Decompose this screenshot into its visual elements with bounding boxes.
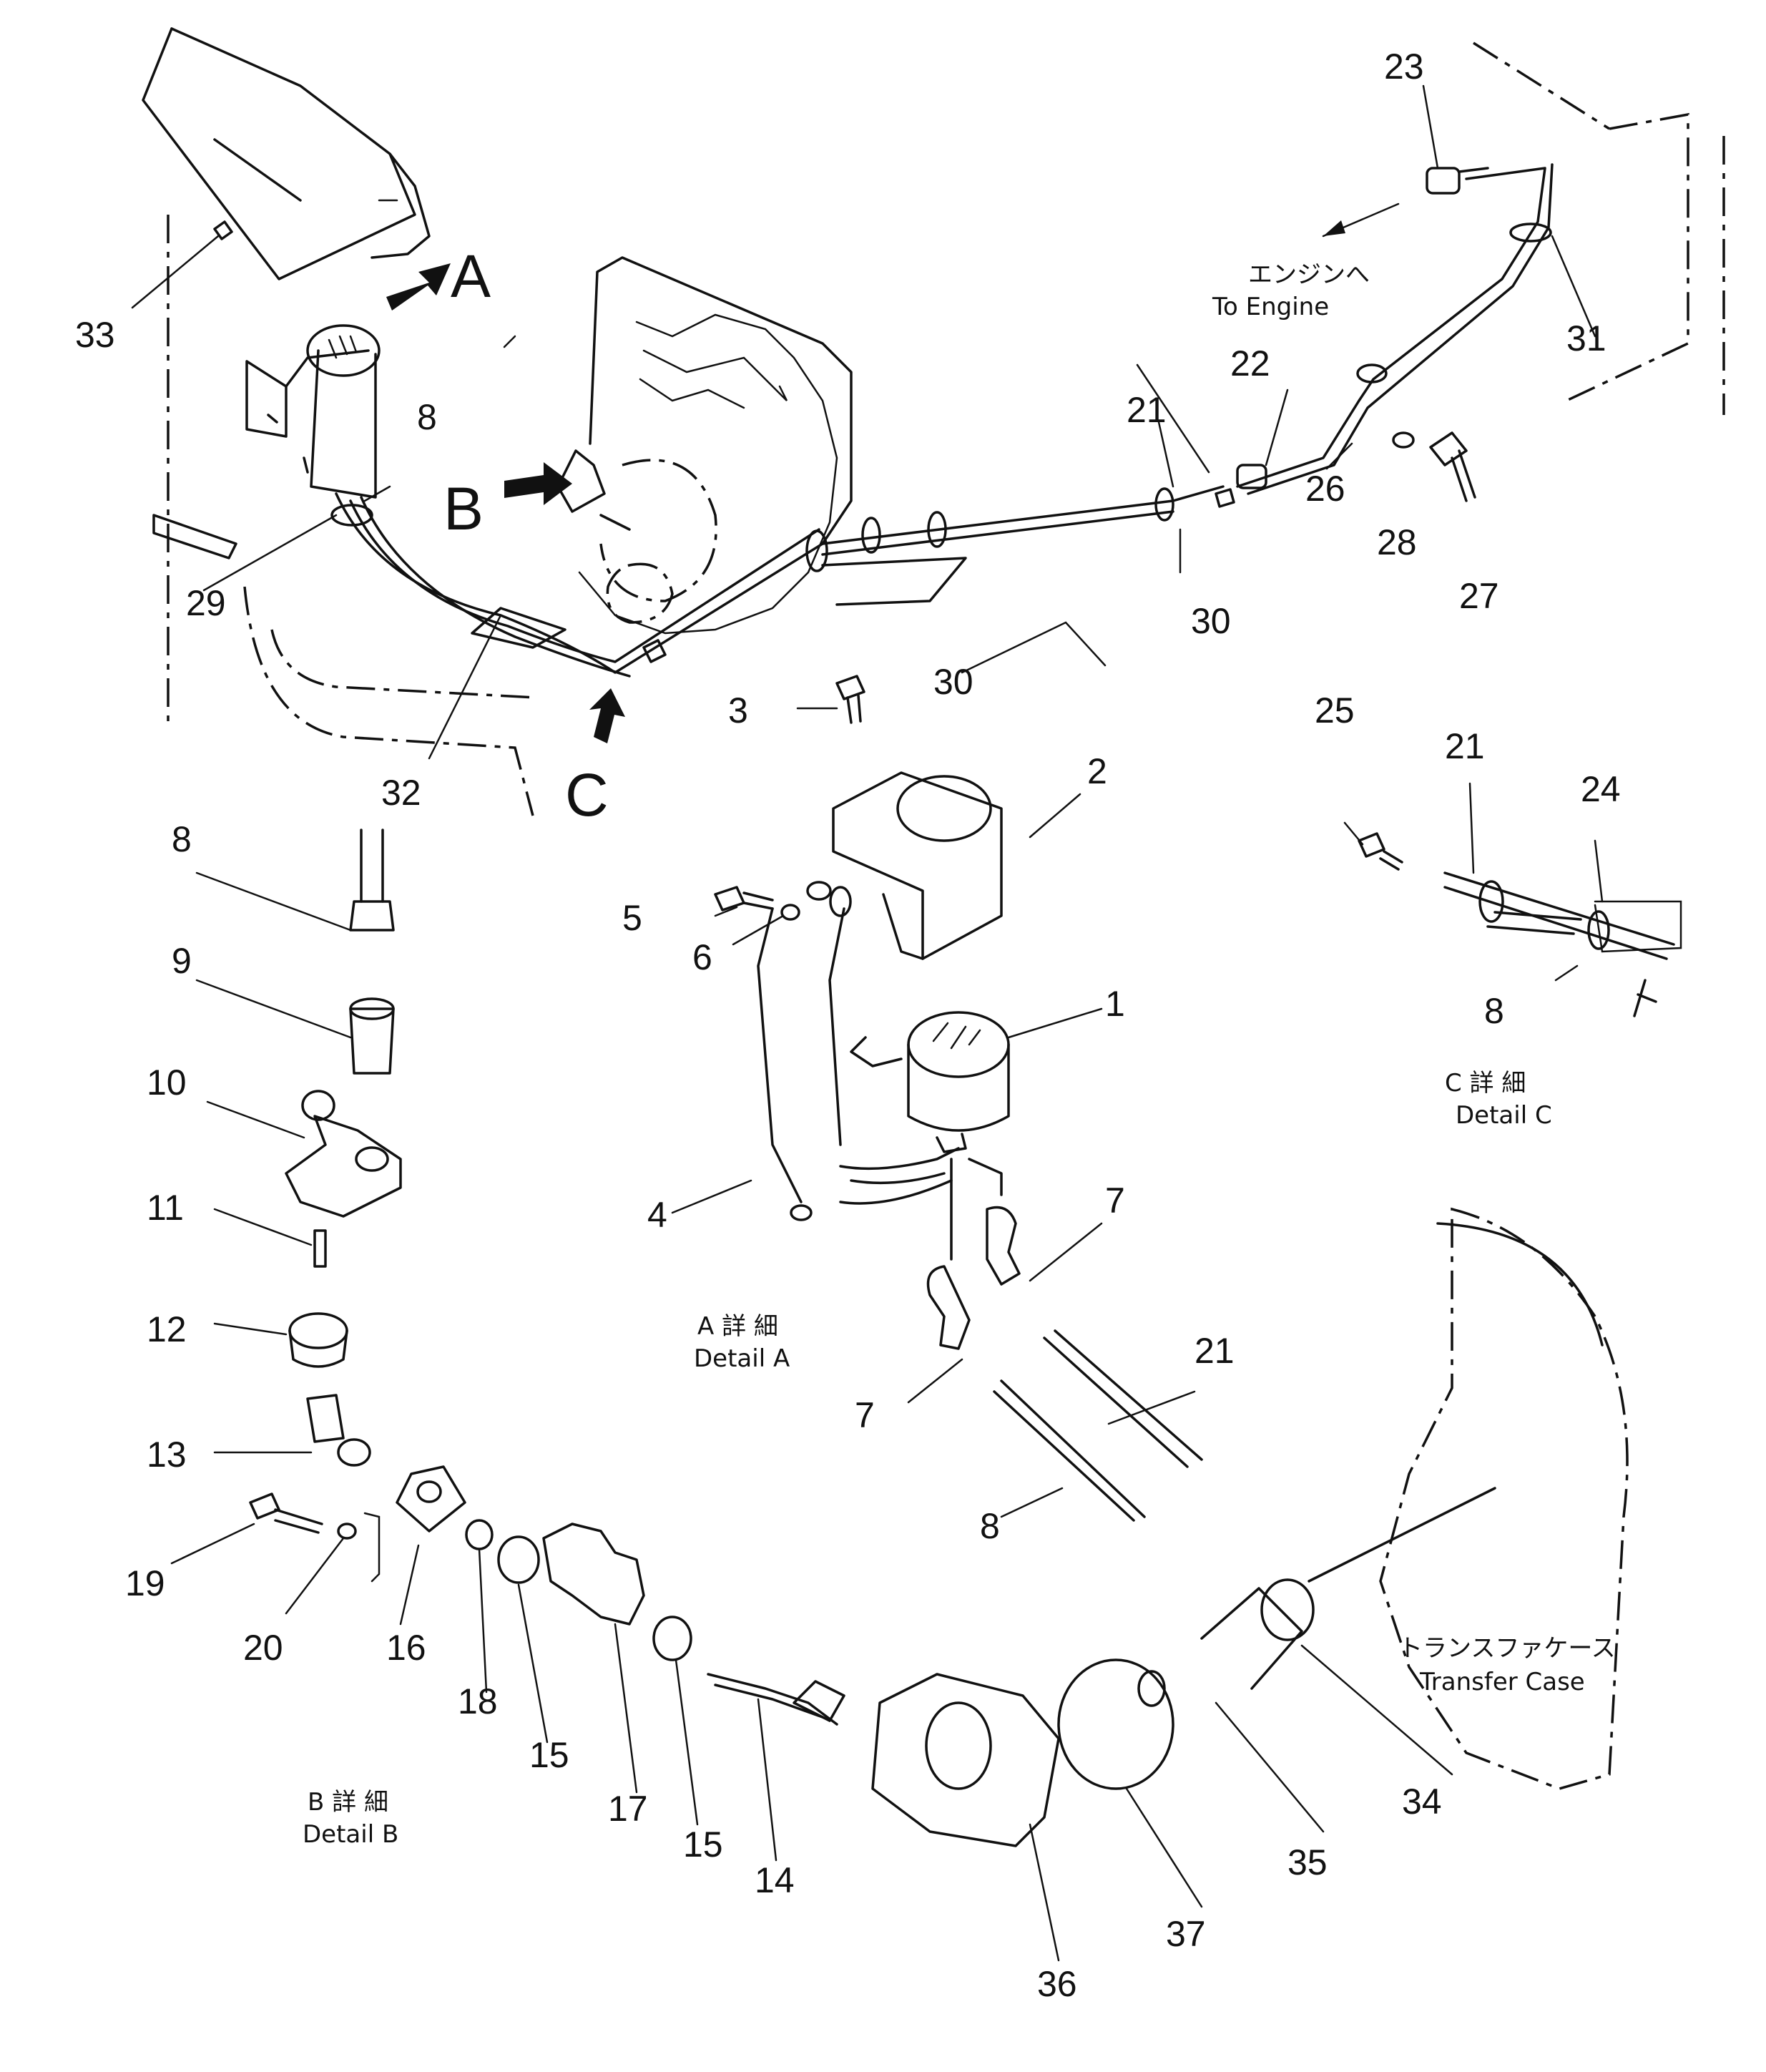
- transfer-case-drawing: [871, 1207, 1629, 1847]
- callout-16: 16: [386, 1628, 426, 1668]
- callout-21a: 21: [1127, 390, 1167, 430]
- callout-7a: 7: [1105, 1181, 1125, 1221]
- callout-28: 28: [1377, 522, 1417, 562]
- callout-36: 36: [1037, 1964, 1077, 2004]
- transfer-case-jp: トランスファケース: [1398, 1634, 1616, 1663]
- view-marker-a: A: [451, 243, 491, 310]
- callout-4: 4: [647, 1195, 667, 1235]
- callout-1: 1: [1105, 984, 1125, 1024]
- detail-b-en: Detail B: [303, 1820, 398, 1849]
- detail-c-jp: C 詳 細: [1445, 1069, 1526, 1098]
- main-sender-assembly: [245, 324, 381, 499]
- callout-21b: 21: [1445, 726, 1485, 766]
- callout-8b: 8: [172, 819, 192, 859]
- callout-25: 25: [1315, 690, 1355, 730]
- part-callouts: 1 2 3 4 5 6 7 7 8 8 8 8 9 10 11 12 13 14…: [75, 47, 1621, 2004]
- callout-35: 35: [1287, 1842, 1328, 1882]
- detail-c-en: Detail C: [1456, 1101, 1552, 1130]
- cable-routing: [335, 163, 1554, 678]
- transfer-case-en: Transfer Case: [1419, 1668, 1585, 1696]
- callout-8a: 8: [417, 397, 437, 437]
- callout-33: 33: [75, 315, 115, 355]
- callout-15b: 15: [683, 1824, 723, 1865]
- callout-37: 37: [1166, 1914, 1206, 1954]
- captions: エンジンへ To Engine A 詳 細 Detail A B 詳 細 Det…: [303, 260, 1616, 1849]
- callout-31: 31: [1566, 318, 1606, 358]
- detail-a-drawing: [714, 771, 1203, 1522]
- view-markers: A B C: [443, 243, 609, 829]
- callout-30b: 30: [1191, 601, 1231, 641]
- detail-b-jp: B 詳 細: [308, 1788, 388, 1817]
- callout-5: 5: [622, 898, 642, 938]
- callout-20: 20: [243, 1628, 283, 1668]
- callout-22: 22: [1230, 343, 1270, 383]
- callout-2: 2: [1087, 751, 1107, 791]
- to-engine-en: To Engine: [1212, 293, 1329, 321]
- callout-23: 23: [1384, 47, 1424, 87]
- detail-b-drawing: [249, 829, 845, 1726]
- view-marker-b: B: [443, 475, 484, 542]
- bolt-washer-27-28: [1392, 431, 1476, 502]
- callout-13: 13: [147, 1435, 187, 1475]
- detail-a-jp: A 詳 細: [697, 1312, 778, 1341]
- leader-lines: [131, 84, 1682, 1962]
- callout-19: 19: [125, 1563, 165, 1603]
- transmission-outline: [578, 313, 838, 635]
- callout-7b: 7: [855, 1395, 875, 1435]
- callout-32: 32: [381, 773, 421, 813]
- detail-c-drawing: [1358, 832, 1675, 1017]
- cable-clamps: [330, 223, 1552, 663]
- engine-outline: [1322, 41, 1725, 415]
- callout-9: 9: [172, 941, 192, 981]
- callout-8c: 8: [980, 1506, 1000, 1546]
- callout-8d: 8: [1484, 991, 1504, 1031]
- view-arrows: [386, 263, 625, 743]
- callout-10: 10: [147, 1062, 187, 1103]
- callout-21c: 21: [1194, 1331, 1235, 1371]
- callout-30a: 30: [933, 662, 973, 702]
- callout-11: 11: [147, 1188, 184, 1228]
- bolt-3: [835, 675, 865, 724]
- callout-14: 14: [755, 1860, 795, 1900]
- callout-34: 34: [1402, 1782, 1442, 1822]
- callout-26: 26: [1305, 469, 1345, 509]
- cab-outline: [142, 27, 537, 816]
- callout-24: 24: [1581, 769, 1621, 809]
- engine-end-fittings: [1215, 167, 1489, 508]
- detail-a-en: Detail A: [694, 1344, 790, 1373]
- callout-6: 6: [692, 937, 712, 977]
- callout-18: 18: [458, 1681, 498, 1721]
- view-marker-c: C: [565, 761, 609, 829]
- callout-15a: 15: [529, 1735, 569, 1775]
- callout-17: 17: [608, 1789, 648, 1829]
- callout-3: 3: [728, 690, 748, 730]
- callout-27: 27: [1459, 576, 1499, 616]
- callout-12: 12: [147, 1309, 187, 1349]
- to-engine-jp: エンジンへ: [1248, 260, 1370, 289]
- callout-29: 29: [186, 583, 226, 623]
